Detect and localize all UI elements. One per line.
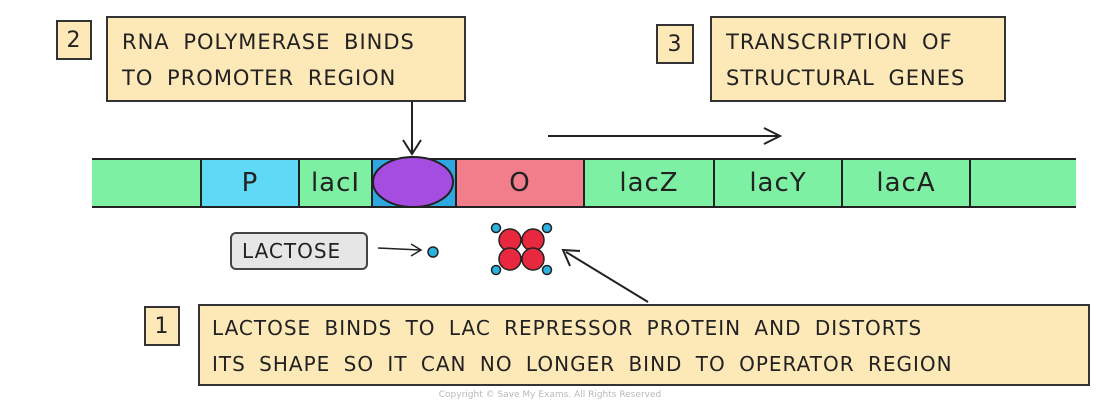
step-3-caption: TRANSCRIPTION OF STRUCTURAL GENES <box>710 16 1006 102</box>
lactose-tag-string <box>377 247 421 251</box>
lacz-segment: lacZ <box>583 158 715 208</box>
lactose-molecule <box>427 246 439 258</box>
step-3-line-2: STRUCTURAL GENES <box>726 66 966 90</box>
step-2-line-1: RNA POLYMERASE BINDS <box>122 30 415 54</box>
lactose-label: LACTOSE <box>242 239 342 263</box>
lacy-segment: lacY <box>713 158 843 208</box>
lactose-tag: LACTOSE <box>230 232 368 270</box>
step-1-line-2: ITS SHAPE SO IT CAN NO LONGER BIND TO OP… <box>212 352 953 376</box>
lac-repressor-protein <box>490 222 553 276</box>
promoter-segment: P <box>200 158 300 208</box>
step-1-caption: LACTOSE BINDS TO LAC REPRESSOR PROTEIN A… <box>198 304 1090 386</box>
step-1-number: 1 <box>144 306 180 346</box>
operator-segment: O <box>455 158 585 208</box>
copyright-notice: Copyright © Save My Exams. All Rights Re… <box>438 390 662 400</box>
step-2-line-2: TO PROMOTER REGION <box>122 66 397 90</box>
laci-segment: lacI <box>298 158 373 208</box>
laca-segment: lacA <box>841 158 971 208</box>
lactose-tag-arrow-head <box>410 243 423 257</box>
rna-polymerase <box>372 156 454 208</box>
step-2-caption: RNA POLYMERASE BINDS TO PROMOTER REGION <box>106 16 466 102</box>
transcription-arrow-head <box>763 127 783 145</box>
step-3-number: 3 <box>656 24 694 64</box>
step-1-line-1: LACTOSE BINDS TO LAC REPRESSOR PROTEIN A… <box>212 316 923 340</box>
step-2-number: 2 <box>56 20 92 60</box>
arrow-step-1-head <box>561 248 581 267</box>
arrow-step-2-head <box>402 139 422 156</box>
arrow-step-1 <box>565 251 649 303</box>
step-3-line-1: TRANSCRIPTION OF <box>726 30 953 54</box>
